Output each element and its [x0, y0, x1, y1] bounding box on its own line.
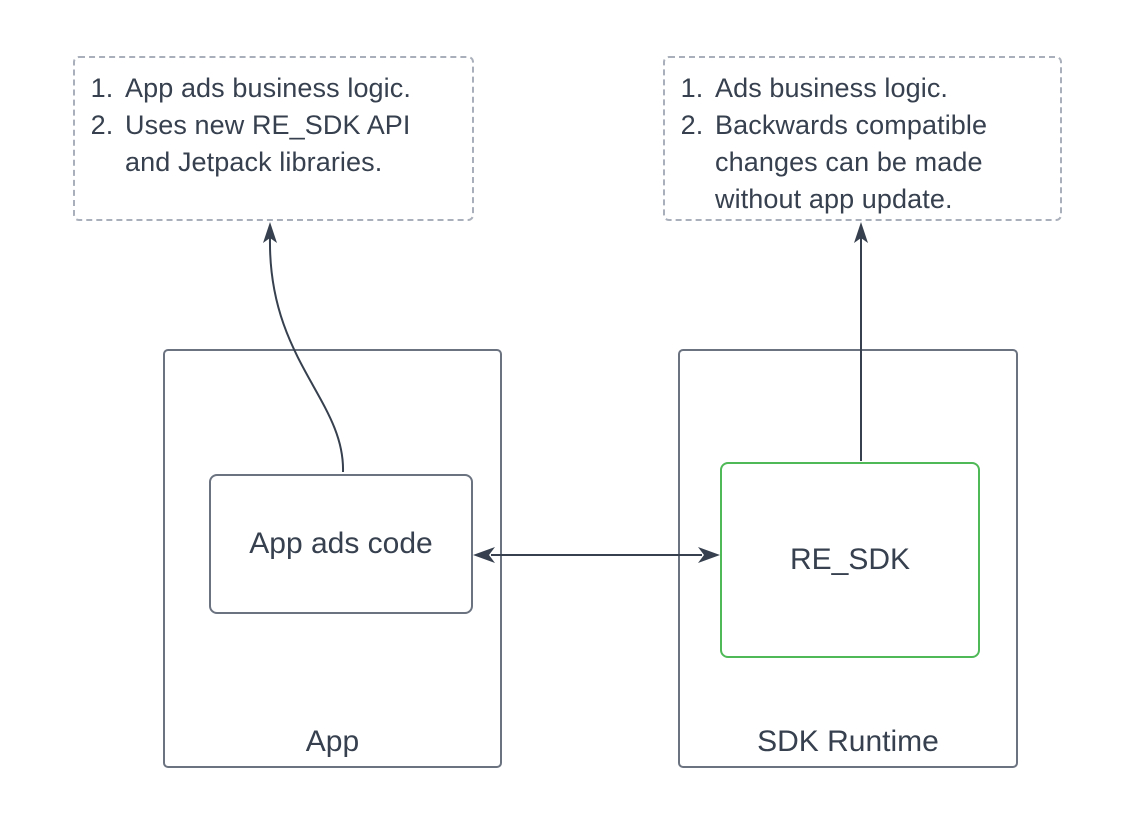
re-sdk-box: RE_SDK: [720, 462, 980, 658]
app-container-label: App: [305, 725, 360, 758]
callout-app-item-2: Uses new RE_SDK API and Jetpack librarie…: [121, 107, 456, 181]
callout-sdk-list: Ads business logic. Backwards compatible…: [681, 70, 1044, 218]
app-ads-code-box: App ads code: [209, 474, 473, 614]
arrowhead-up-right-callout: [854, 222, 868, 243]
arrowhead-up-left-callout: [263, 222, 277, 243]
re-sdk-label: RE_SDK: [789, 543, 911, 576]
callout-app-item-1: App ads business logic.: [121, 70, 456, 107]
callout-app-list: App ads business logic. Uses new RE_SDK …: [91, 70, 456, 181]
callout-app-notes: App ads business logic. Uses new RE_SDK …: [73, 56, 474, 221]
sdk-runtime-container-label: SDK Runtime: [757, 725, 939, 758]
callout-sdk-item-2: Backwards compatible changes can be made…: [711, 107, 1044, 218]
callout-sdk-item-1: Ads business logic.: [711, 70, 1044, 107]
app-ads-code-label: App ads code: [249, 527, 433, 560]
callout-sdk-notes: Ads business logic. Backwards compatible…: [663, 56, 1062, 221]
